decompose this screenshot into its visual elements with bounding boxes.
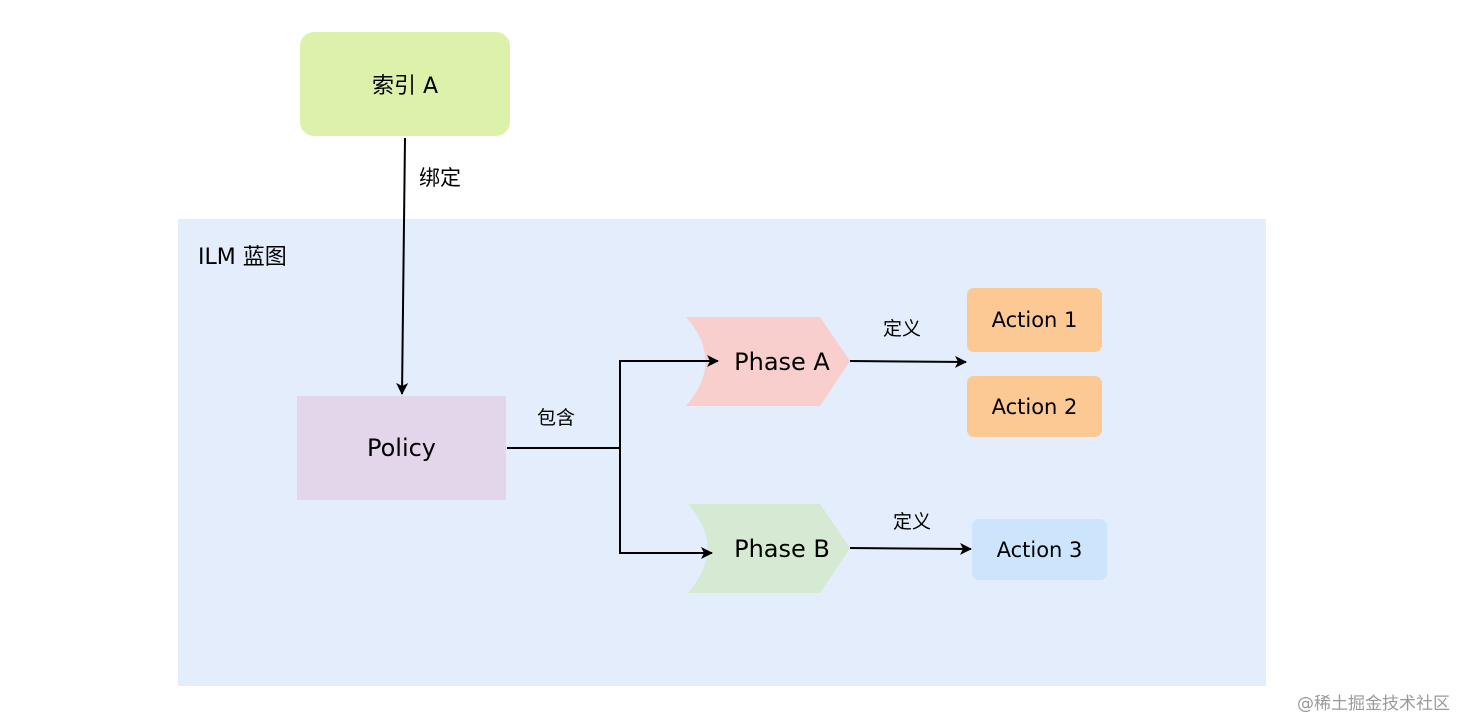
watermark: @稀土掘金技术社区	[1297, 694, 1450, 714]
action-1-node: Action 1	[967, 288, 1102, 352]
index-a-label: 索引 A	[371, 74, 439, 99]
edge-policy-to-phase-b	[507, 447, 713, 559]
policy-node: Policy	[297, 396, 506, 500]
edge-label-contain: 包含	[537, 407, 576, 429]
edge-phase-a-to-actions	[849, 355, 967, 368]
phase-a-label: Phase A	[734, 348, 830, 376]
action-2-label: Action 2	[991, 394, 1078, 419]
edge-index-to-policy	[396, 137, 409, 395]
action-3-node: Action 3	[972, 519, 1107, 580]
phase-b-node: Phase B	[712, 505, 852, 593]
container-label: ILM 蓝图	[198, 245, 287, 270]
edge-label-bind: 绑定	[419, 166, 461, 190]
edge-phase-b-to-action-3	[849, 542, 972, 555]
index-a-node: 索引 A	[300, 32, 510, 136]
action-1-label: Action 1	[991, 308, 1078, 332]
phase-b-label: Phase B	[734, 535, 830, 563]
policy-label: Policy	[366, 434, 437, 462]
phase-b-shape	[688, 504, 850, 593]
edge-label-define-a: 定义	[883, 318, 922, 340]
phase-a-shape	[686, 317, 850, 406]
action-2-node: Action 2	[967, 376, 1102, 437]
edge-label-define-b: 定义	[893, 511, 932, 533]
action-3-label: Action 3	[996, 537, 1083, 562]
phase-a-node: Phase A	[712, 318, 852, 406]
